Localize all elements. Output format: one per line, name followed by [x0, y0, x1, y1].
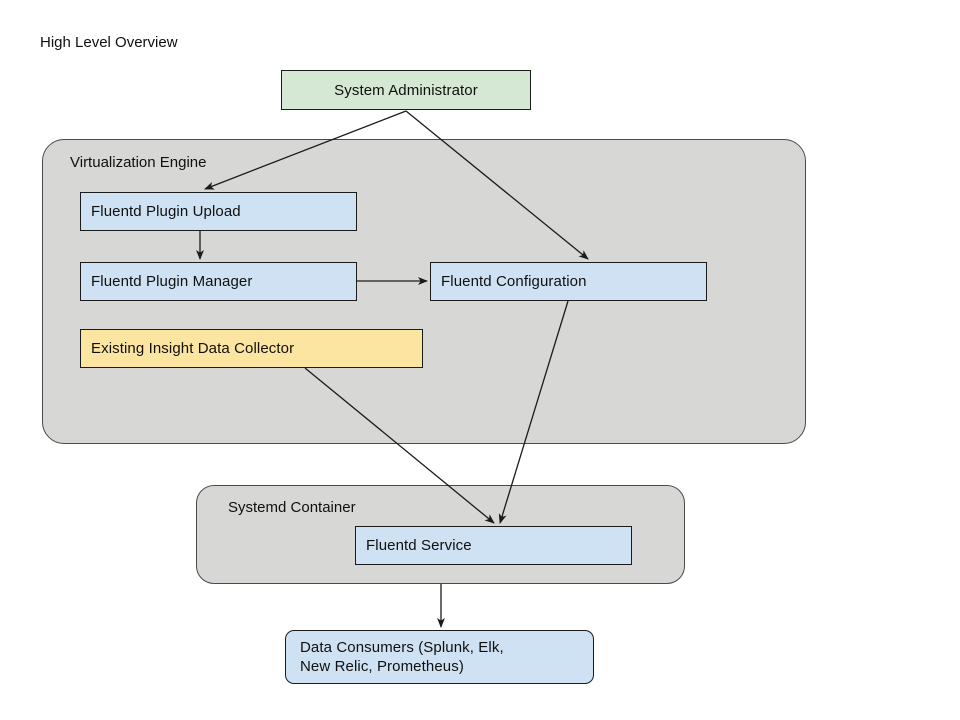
- page-title: High Level Overview: [40, 34, 178, 51]
- node-system-administrator[interactable]: System Administrator: [281, 70, 531, 110]
- node-fluentd-configuration[interactable]: Fluentd Configuration: [430, 262, 707, 301]
- node-fluentd-service[interactable]: Fluentd Service: [355, 526, 632, 565]
- node-fluentd-plugin-manager[interactable]: Fluentd Plugin Manager: [80, 262, 357, 301]
- node-data-consumers[interactable]: Data Consumers (Splunk, Elk, New Relic, …: [285, 630, 594, 684]
- node-existing-insight-data-collector[interactable]: Existing Insight Data Collector: [80, 329, 423, 368]
- node-fluentd-plugin-upload[interactable]: Fluentd Plugin Upload: [80, 192, 357, 231]
- group-label-virtualization-engine: Virtualization Engine: [70, 154, 207, 171]
- group-label-systemd-container: Systemd Container: [228, 499, 356, 516]
